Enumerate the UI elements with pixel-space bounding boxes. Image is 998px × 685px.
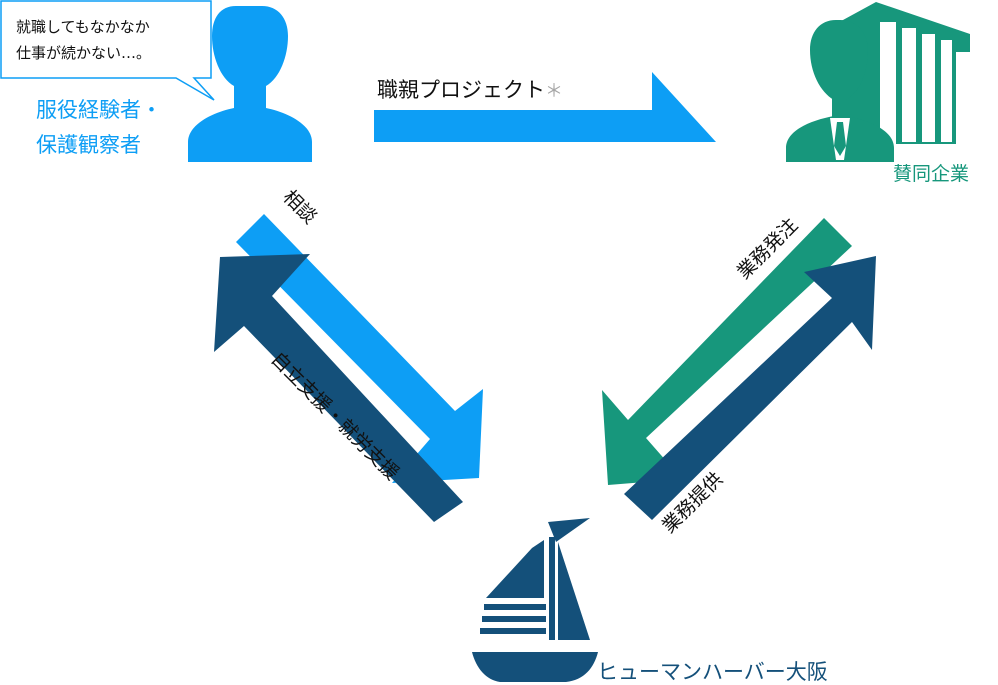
- consult-arrow: [236, 214, 483, 483]
- speech-bubble-text: 就職してもなかなか 仕事が続かない…。: [16, 14, 206, 66]
- speech-bubble: [0, 0, 215, 101]
- person-icon: [188, 6, 312, 162]
- speech-bubble-line1: 就職してもなかなか: [16, 18, 150, 36]
- sailboat-icon: [472, 518, 598, 682]
- person-label-line1: 服役経験者・: [36, 98, 162, 122]
- consult-label: 相談: [278, 186, 320, 228]
- businessman-icon: [786, 20, 894, 162]
- top-arrow-asterisk: ＊: [545, 81, 563, 102]
- top-arrow: [374, 72, 716, 142]
- top-arrow-label: 職親プロジェクト＊: [377, 78, 563, 102]
- provide-arrow: [624, 256, 876, 520]
- speech-bubble-line2: 仕事が続かない…。: [16, 44, 152, 62]
- order-arrow: [602, 218, 852, 485]
- top-arrow-label-text: 職親プロジェクト: [377, 78, 545, 102]
- person-label-line2: 保護観察者: [36, 133, 141, 157]
- org-label: ヒューマンハーバー大阪: [597, 660, 828, 684]
- building-icon: [832, 2, 970, 144]
- company-label: 賛同企業: [893, 163, 969, 185]
- support-arrow: [214, 254, 463, 522]
